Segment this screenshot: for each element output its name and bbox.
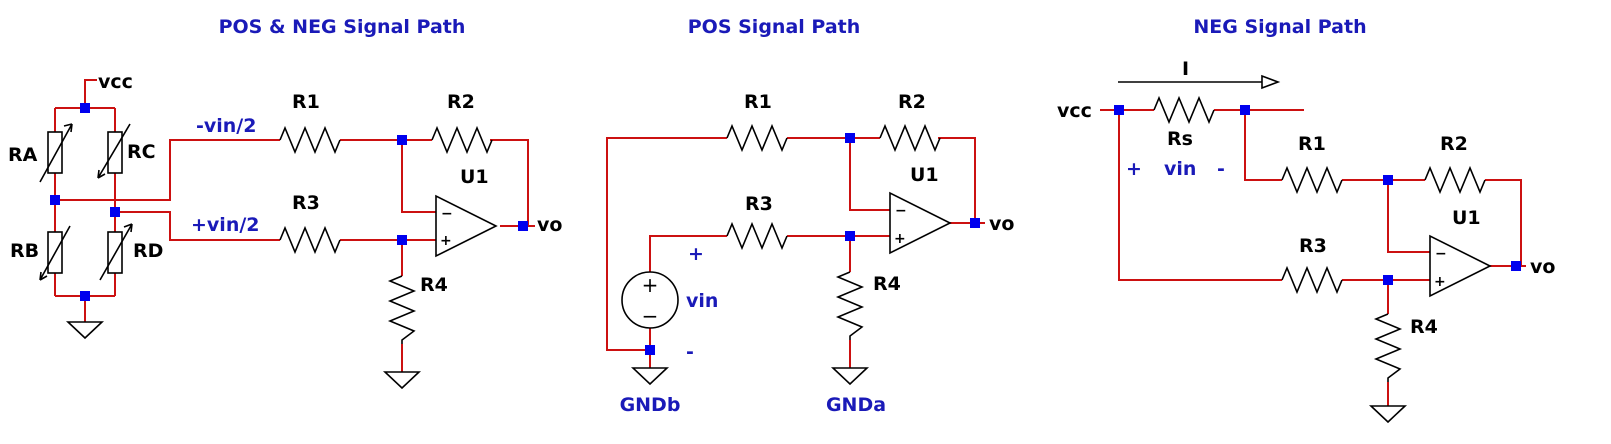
left-ground-r4-icon — [382, 371, 422, 390]
middle-gndb-label: GNDb — [620, 394, 681, 416]
middle-source-minus-sign: − — [642, 304, 659, 328]
left-vcc-label: vcc — [98, 71, 133, 93]
right-junctions — [1114, 105, 1521, 285]
middle-voltage-source-vin — [621, 271, 679, 329]
right-vo-label: vo — [1530, 256, 1555, 278]
middle-resistor-r2 — [879, 123, 941, 153]
middle-schematic: + − − + R1 R2 R3 R4 U1 vo vin + - GNDb G… — [606, 91, 1014, 416]
left-rb-label: RB — [10, 240, 39, 262]
right-current-arrow-icon — [1118, 74, 1281, 90]
right-resistor-r4 — [1373, 313, 1403, 382]
right-plus-label: + — [1126, 158, 1142, 180]
right-r1-label: R1 — [1298, 133, 1326, 155]
left-opamp-minus-sign: − — [441, 206, 453, 222]
left-r4-label: R4 — [420, 274, 448, 296]
right-opamp-u1 — [1429, 234, 1492, 298]
right-r3-label: R3 — [1299, 235, 1327, 257]
left-u1-label: U1 — [460, 166, 489, 188]
left-rd-label: RD — [133, 240, 163, 262]
middle-vin-label: vin — [686, 290, 718, 312]
right-vin-label: vin — [1164, 158, 1196, 180]
right-r4-label: R4 — [1410, 316, 1438, 338]
left-r3-label: R3 — [292, 192, 320, 214]
left-rc-label: RC — [127, 141, 156, 163]
middle-source-plus-sign: + — [642, 273, 659, 297]
middle-wires — [606, 137, 985, 368]
middle-u1-label: U1 — [910, 164, 939, 186]
right-schematic: − + vcc I Rs + vin - R1 R2 R3 R4 U1 vo — [1057, 58, 1555, 424]
middle-ground-gnda-icon — [830, 367, 870, 386]
middle-opamp-plus-sign: + — [894, 231, 906, 247]
left-resistor-ra — [39, 123, 73, 183]
left-r2-label: R2 — [447, 91, 475, 113]
left-pos-net-label: +vin/2 — [191, 214, 260, 236]
right-opamp-minus-sign: − — [1435, 246, 1447, 262]
middle-vo-label: vo — [989, 213, 1014, 235]
middle-plus-label: + — [688, 243, 704, 265]
left-resistor-r1 — [279, 125, 341, 155]
middle-resistor-r1 — [726, 123, 788, 153]
left-neg-net-label: -vin/2 — [196, 115, 256, 137]
left-resistor-rb — [39, 225, 71, 281]
right-vcc-label: vcc — [1057, 100, 1092, 122]
right-resistor-rs — [1153, 95, 1215, 125]
middle-r1-label: R1 — [744, 91, 772, 113]
right-current-label: I — [1182, 58, 1189, 80]
middle-ground-gndb-icon — [630, 367, 670, 386]
right-ground-icon — [1368, 405, 1408, 424]
left-opamp-u1 — [435, 194, 498, 258]
left-resistor-rd — [99, 223, 133, 281]
left-ground-bridge-icon — [65, 321, 105, 340]
left-vo-label: vo — [537, 214, 562, 236]
right-rs-label: Rs — [1167, 128, 1193, 150]
right-resistor-r3 — [1281, 265, 1343, 295]
right-resistor-r1 — [1281, 165, 1343, 195]
right-r2-label: R2 — [1440, 133, 1468, 155]
left-r1-label: R1 — [292, 91, 320, 113]
middle-junctions — [645, 133, 980, 355]
left-resistor-r3 — [279, 225, 341, 255]
title-pos-path: POS Signal Path — [688, 16, 861, 38]
middle-minus-label: - — [686, 341, 694, 363]
left-resistor-r2 — [431, 125, 493, 155]
middle-r3-label: R3 — [745, 193, 773, 215]
middle-resistor-r4 — [835, 271, 865, 340]
left-ra-label: RA — [8, 144, 38, 166]
title-neg-path: NEG Signal Path — [1193, 16, 1366, 38]
right-u1-label: U1 — [1452, 207, 1481, 229]
middle-gnda-label: GNDa — [826, 394, 886, 416]
right-opamp-plus-sign: + — [1434, 274, 1446, 290]
middle-r4-label: R4 — [873, 273, 901, 295]
left-schematic: − + vcc RA RC RB RD -vin/2 +vin/2 R1 R2 … — [8, 71, 562, 390]
left-resistor-r4 — [387, 275, 417, 344]
left-junctions — [50, 103, 528, 301]
title-pos-neg-path: POS & NEG Signal Path — [219, 16, 466, 38]
middle-r2-label: R2 — [898, 91, 926, 113]
right-minus-label: - — [1217, 158, 1225, 180]
left-resistor-rc — [97, 123, 131, 179]
middle-opamp-minus-sign: − — [895, 203, 907, 219]
middle-resistor-r3 — [726, 221, 788, 251]
middle-opamp-u1 — [889, 191, 952, 255]
right-resistor-r2 — [1424, 165, 1486, 195]
left-opamp-plus-sign: + — [440, 233, 452, 249]
